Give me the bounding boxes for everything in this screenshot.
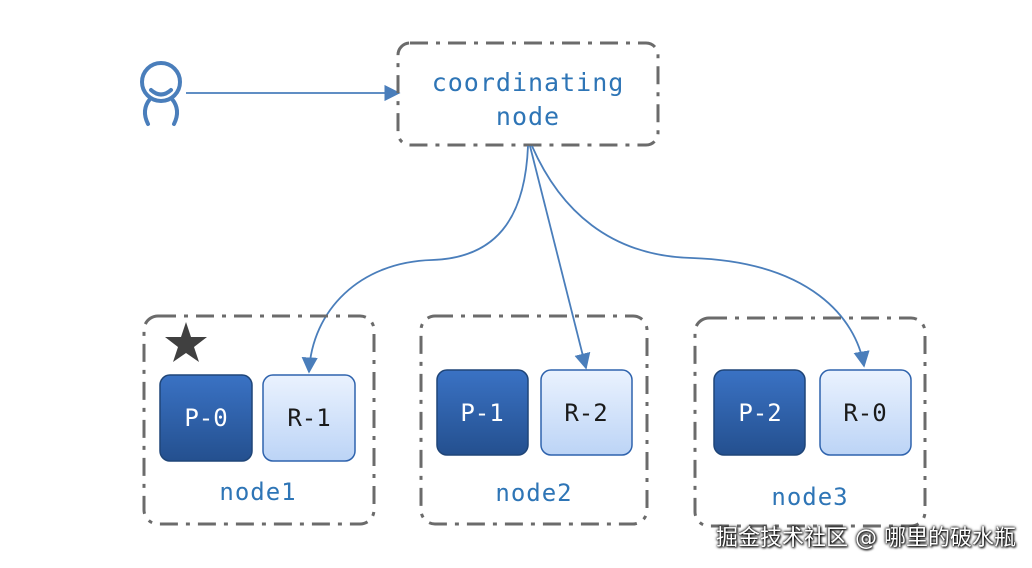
- replica-shard: [262, 374, 356, 462]
- primary-shard: [713, 369, 806, 456]
- data-node-3: P-2 R-0 node3: [693, 316, 927, 528]
- route-arrow-node3-r0: [531, 145, 870, 368]
- replica-shard: [540, 369, 633, 456]
- replica-shard-label: R-1: [287, 404, 330, 432]
- primary-shard-label: P-1: [460, 399, 503, 427]
- user-icon: [140, 61, 182, 126]
- coordinating-node-label-line1: coordinating: [432, 68, 625, 97]
- primary-shard: [159, 374, 253, 462]
- node-label: node1: [219, 478, 296, 506]
- replica-shard-label: R-2: [564, 399, 607, 427]
- coordinating-node: coordinating node: [396, 41, 660, 147]
- node-label: node3: [771, 483, 848, 511]
- primary-shard: [436, 369, 529, 456]
- route-arrow-node1-r1: [301, 145, 529, 374]
- watermark-text: 掘金技术社区 @ 哪里的破水瓶: [716, 526, 1016, 551]
- data-node-2: P-1 R-2 node2: [419, 314, 649, 526]
- primary-shard-label: P-2: [738, 399, 781, 427]
- route-arrow-node2-r2: [529, 145, 591, 370]
- replica-shard: [819, 369, 912, 456]
- primary-shard-label: P-0: [184, 404, 227, 432]
- star-icon: [165, 322, 207, 362]
- data-node-1: P-0 R-1 node1: [142, 314, 376, 526]
- node-label: node2: [495, 479, 572, 507]
- replica-shard-label: R-0: [843, 399, 886, 427]
- coordinating-node-label-line2: node: [496, 102, 560, 131]
